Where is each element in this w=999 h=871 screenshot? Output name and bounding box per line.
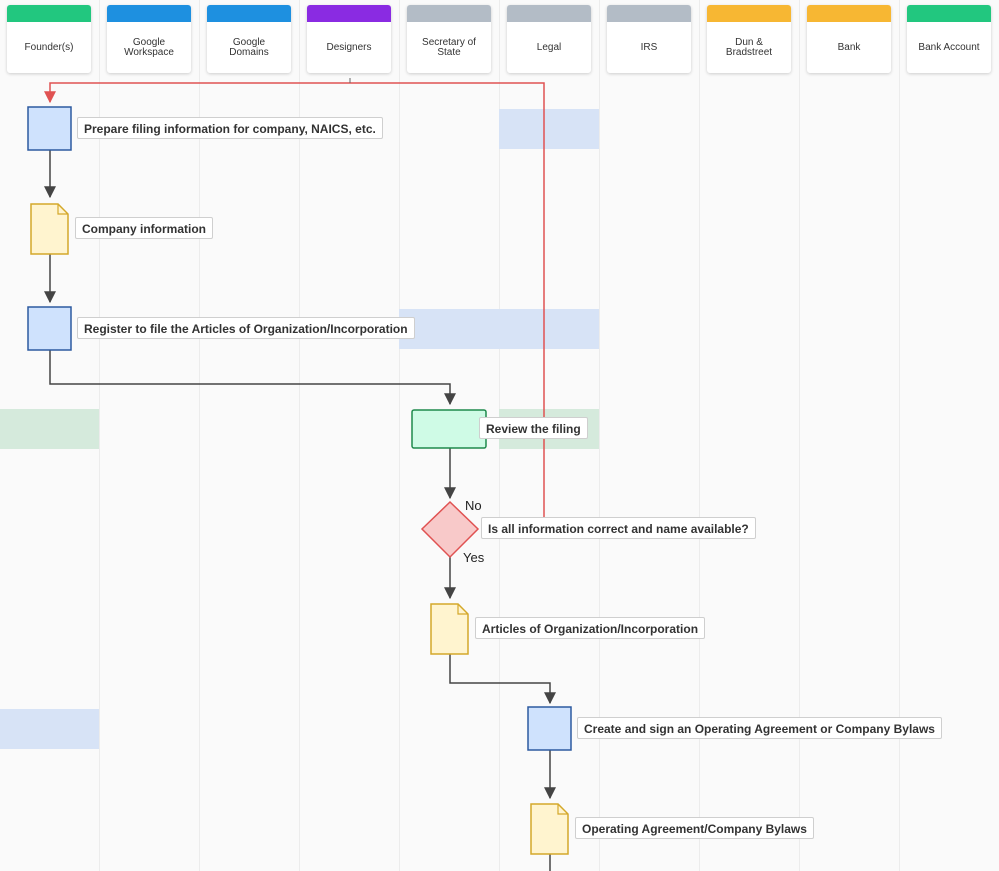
document-articles-shape[interactable] <box>430 603 469 655</box>
lane-header[interactable]: IRS <box>607 5 691 73</box>
task-register-shape[interactable] <box>27 306 72 351</box>
lane-color-bar <box>807 5 891 22</box>
lane-title: Founder(s) <box>24 41 74 53</box>
lane-header[interactable]: Bank <box>807 5 891 73</box>
lane-header[interactable]: Founder(s) <box>7 5 91 73</box>
lane-divider <box>699 0 700 871</box>
lane-color-bar <box>207 5 291 22</box>
lane-divider <box>199 0 200 871</box>
task-review-shape[interactable] <box>411 409 487 449</box>
task-register-label[interactable]: Register to file the Articles of Organiz… <box>77 317 415 339</box>
lane-color-bar <box>107 5 191 22</box>
lane-divider <box>599 0 600 871</box>
lane-highlight <box>0 409 99 449</box>
lane-color-bar <box>7 5 91 22</box>
lane-title: Designers <box>326 41 372 53</box>
document-articles-label[interactable]: Articles of Organization/Incorporation <box>475 617 706 639</box>
lane-divider <box>399 0 400 871</box>
lane-color-bar <box>707 5 791 22</box>
lane-color-bar <box>307 5 391 22</box>
task-operating-shape[interactable] <box>527 706 572 751</box>
document-company-info-label[interactable]: Company information <box>75 217 214 239</box>
lane-divider <box>899 0 900 871</box>
task-prepare-shape[interactable] <box>27 106 72 151</box>
lane-color-bar <box>507 5 591 22</box>
edge-label-no: No <box>465 498 482 513</box>
lane-header[interactable]: Designers <box>307 5 391 73</box>
lane-color-bar <box>907 5 991 22</box>
lane-title: Dun & Bradstreet <box>725 36 773 58</box>
lane-highlight <box>0 709 99 749</box>
lane-header[interactable]: Google Domains <box>207 5 291 73</box>
lane-title: Secretary of State <box>422 36 476 58</box>
lane-color-bar <box>407 5 491 22</box>
lane-title: IRS <box>640 41 658 53</box>
lane-divider <box>299 0 300 871</box>
lane-header[interactable]: Google Workspace <box>107 5 191 73</box>
lane-highlight <box>399 309 599 349</box>
lane-title: Bank <box>837 41 861 53</box>
lane-divider <box>799 0 800 871</box>
decision-label[interactable]: Is all information correct and name avai… <box>481 517 756 539</box>
lane-title: Bank Account <box>918 41 980 53</box>
lane-title: Google Workspace <box>124 36 174 58</box>
task-operating-label[interactable]: Create and sign an Operating Agreement o… <box>577 717 942 739</box>
lane-divider <box>99 0 100 871</box>
loop-no-connector <box>44 82 545 530</box>
lane-header[interactable]: Dun & Bradstreet <box>707 5 791 73</box>
lane-highlight <box>499 109 599 149</box>
lane-color-bar <box>607 5 691 22</box>
lane-header[interactable]: Secretary of State <box>407 5 491 73</box>
lane-header[interactable]: Bank Account <box>907 5 991 73</box>
edge-label-yes: Yes <box>463 550 485 565</box>
lane-title: Legal <box>536 41 562 53</box>
decision-diamond[interactable] <box>420 500 480 559</box>
lane-header[interactable]: Legal <box>507 5 591 73</box>
task-review-label[interactable]: Review the filing <box>479 417 588 439</box>
document-bylaws-shape[interactable] <box>530 803 569 855</box>
document-bylaws-label[interactable]: Operating Agreement/Company Bylaws <box>575 817 814 839</box>
lane-title: Google Domains <box>229 36 269 58</box>
connector <box>449 654 556 705</box>
task-prepare-label[interactable]: Prepare filing information for company, … <box>77 117 383 139</box>
connector <box>49 350 456 406</box>
document-company-info-shape[interactable] <box>30 203 69 255</box>
